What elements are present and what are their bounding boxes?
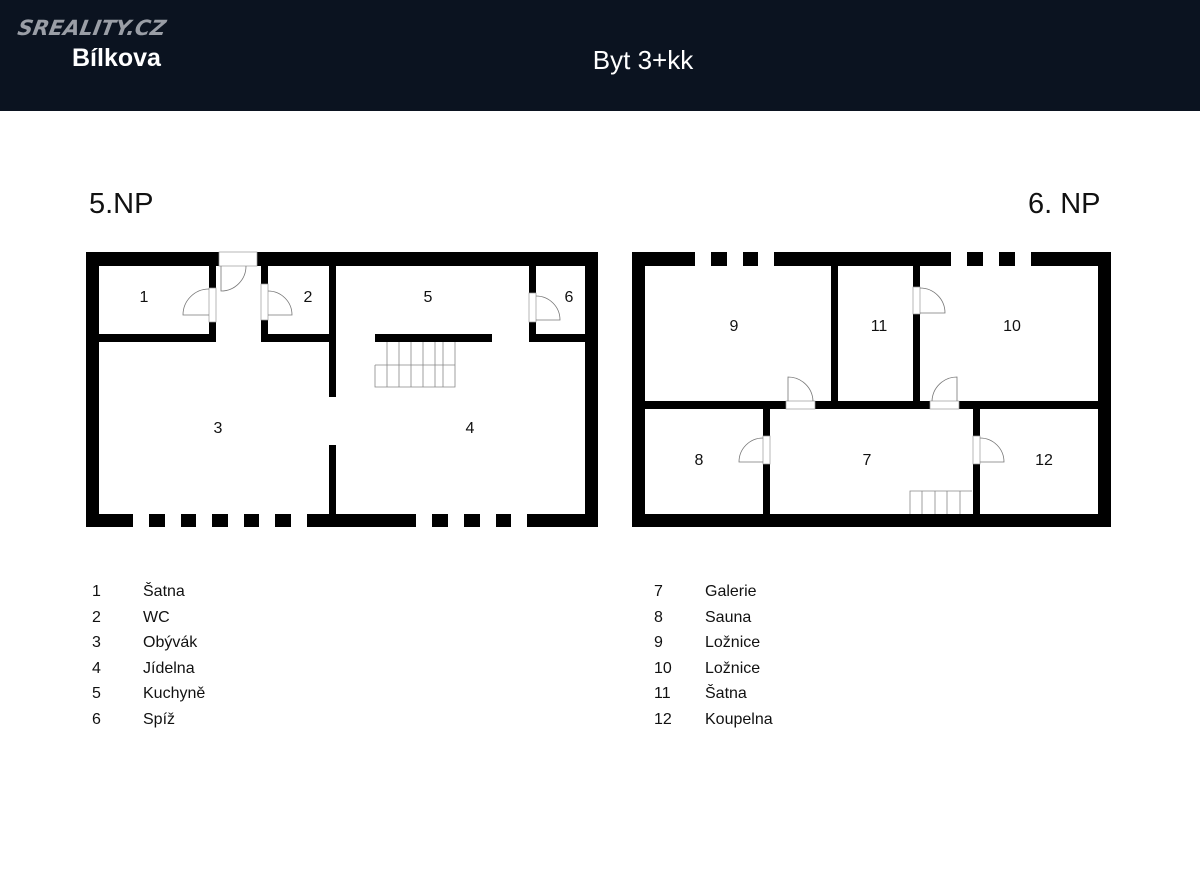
room-number-10: 10 xyxy=(1003,318,1021,335)
legend-name: Galerie xyxy=(705,583,757,600)
legend-name: Ložnice xyxy=(705,660,761,677)
room-number-9: 9 xyxy=(730,318,739,335)
room-number-7: 7 xyxy=(863,452,872,469)
room-number-11: 11 xyxy=(871,318,888,335)
legend-name: Šatna xyxy=(705,685,747,702)
room-number-8: 8 xyxy=(695,452,704,469)
legend-number: 5 xyxy=(92,685,101,702)
legend-number: 4 xyxy=(92,660,101,677)
legend-name: WC xyxy=(143,609,170,626)
legend-number: 10 xyxy=(654,660,672,677)
street-name: Bílkova xyxy=(72,44,161,72)
legend-number: 6 xyxy=(92,711,101,728)
door-icons xyxy=(182,265,561,321)
legend-number: 8 xyxy=(654,609,663,626)
legend-number: 9 xyxy=(654,634,663,651)
room-number-6: 6 xyxy=(565,289,574,306)
windows xyxy=(695,252,1031,266)
legend-name: Ložnice xyxy=(705,634,761,651)
room-number-3: 3 xyxy=(214,420,223,437)
legend-number: 2 xyxy=(92,609,101,626)
legend-name: Jídelna xyxy=(143,660,195,677)
legend-number: 12 xyxy=(654,711,672,728)
legend-number: 7 xyxy=(654,583,663,600)
room-number-4: 4 xyxy=(466,420,475,437)
legend-number: 3 xyxy=(92,634,101,651)
legend-number: 1 xyxy=(92,583,101,600)
legend-name: Koupelna xyxy=(705,711,773,728)
legend-name: Šatna xyxy=(143,583,185,600)
legend-name: Spíž xyxy=(143,711,176,728)
legend-name: Sauna xyxy=(705,609,752,626)
legend-name: Obývák xyxy=(143,634,198,651)
room-number-2: 2 xyxy=(304,289,313,306)
room-number-1: 1 xyxy=(140,289,149,306)
floor-plan-6np: 9 11 10 8 7 12 xyxy=(632,252,1111,527)
room-number-12: 12 xyxy=(1035,452,1053,469)
floor-label-5np: 5.NP xyxy=(89,188,154,220)
legend-number: 11 xyxy=(654,685,671,702)
room-number-5: 5 xyxy=(424,289,433,306)
floor-plan-5np: 1 2 5 6 3 4 xyxy=(86,251,598,527)
listing-title: Byt 3+kk xyxy=(592,45,694,75)
floor-label-6np: 6. NP xyxy=(1028,188,1101,220)
windows xyxy=(133,514,527,527)
stairs-icon xyxy=(374,342,456,388)
door-icons xyxy=(738,287,1005,463)
stairs-icon xyxy=(909,490,972,514)
legend-name: Kuchyně xyxy=(143,685,206,702)
header: SREALITY.CZ Bílkova Byt 3+kk xyxy=(0,0,1200,111)
